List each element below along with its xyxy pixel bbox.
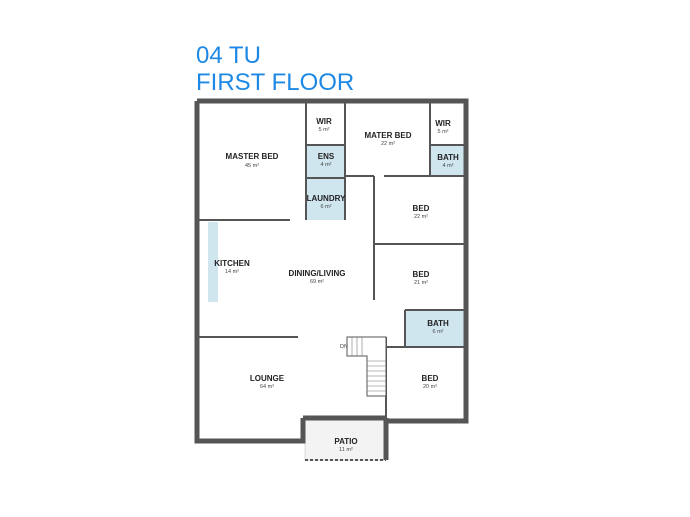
svg-text:5 m²: 5 m² <box>438 129 449 135</box>
svg-text:21 m²: 21 m² <box>414 280 428 286</box>
svg-text:5 m²: 5 m² <box>319 127 330 133</box>
svg-text:11 m²: 11 m² <box>339 447 353 453</box>
svg-text:PATIO: PATIO <box>334 437 357 446</box>
svg-text:BATH: BATH <box>437 153 459 162</box>
kitchen-counter <box>208 222 218 302</box>
ens-floor <box>307 146 345 178</box>
svg-text:20 m²: 20 m² <box>423 384 437 390</box>
svg-text:BATH: BATH <box>427 319 449 328</box>
plan-title-line2: FIRST FLOOR <box>196 69 355 96</box>
svg-text:45 m²: 45 m² <box>245 163 259 169</box>
svg-text:64 m²: 64 m² <box>260 384 274 390</box>
svg-text:BED: BED <box>422 374 439 383</box>
svg-text:22 m²: 22 m² <box>381 141 395 147</box>
outer-walls <box>194 98 469 460</box>
svg-text:MASTER BED: MASTER BED <box>226 152 279 161</box>
bath2-floor <box>405 311 465 347</box>
svg-text:6 m²: 6 m² <box>321 204 332 210</box>
svg-text:4 m²: 4 m² <box>443 163 454 169</box>
svg-text:KITCHEN: KITCHEN <box>214 259 250 268</box>
svg-text:DINING/LIVING: DINING/LIVING <box>289 269 346 278</box>
svg-text:ENS: ENS <box>318 152 335 161</box>
svg-text:LOUNGE: LOUNGE <box>250 374 285 383</box>
stairs-label: DN <box>340 344 348 350</box>
svg-text:14 m²: 14 m² <box>225 269 239 275</box>
laundry-floor <box>307 179 345 220</box>
svg-text:22 m²: 22 m² <box>414 214 428 220</box>
svg-text:4 m²: 4 m² <box>321 162 332 168</box>
room-master-bed: MASTER BED 45 m² <box>226 152 279 169</box>
svg-text:69 m²: 69 m² <box>310 279 324 285</box>
stairs <box>346 336 387 397</box>
svg-text:WIR: WIR <box>316 117 332 126</box>
svg-text:6 m²: 6 m² <box>433 329 444 335</box>
svg-text:BED: BED <box>413 204 430 213</box>
bath-floor <box>431 146 466 176</box>
svg-text:LAUNDRY: LAUNDRY <box>307 194 346 203</box>
svg-text:WIR: WIR <box>435 119 451 128</box>
svg-text:MATER BED: MATER BED <box>365 131 412 140</box>
plan-title-line1: 04 TU <box>196 42 261 69</box>
svg-text:BED: BED <box>413 270 430 279</box>
